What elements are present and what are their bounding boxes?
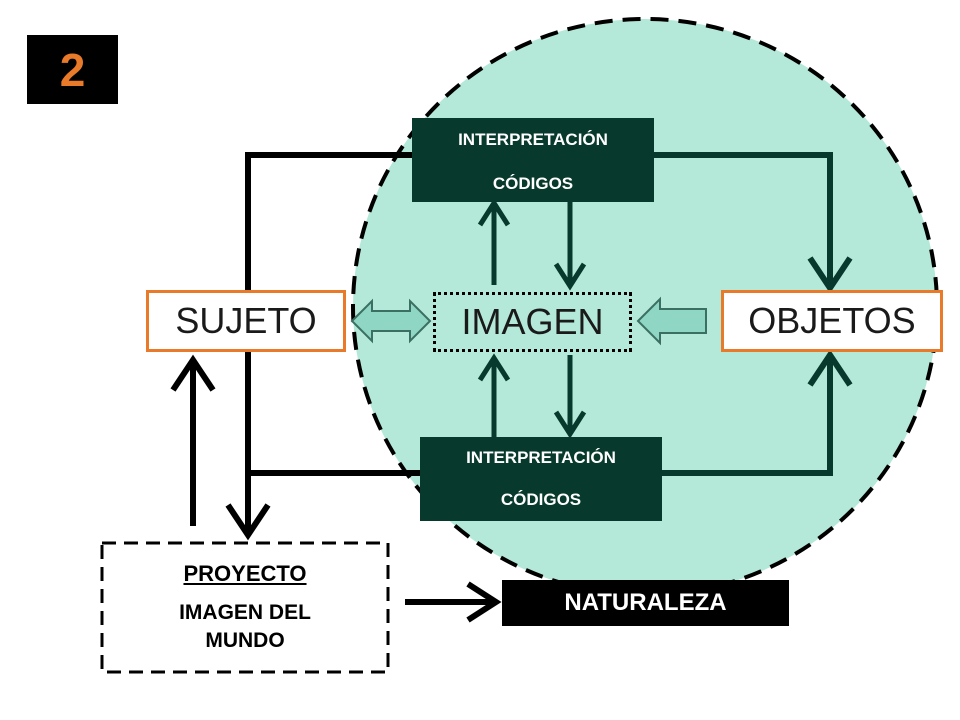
- arrowhead-objetos-top: [807, 256, 853, 294]
- arrowhead-sujeto: [170, 354, 216, 392]
- slide-number-badge: 2: [27, 35, 118, 104]
- arrowhead-naturaleza: [466, 581, 502, 623]
- arrowhead-objetos-bottom: [807, 349, 853, 387]
- connector-top-left: [245, 152, 412, 520]
- proyecto-box: PROYECTO IMAGEN DEL MUNDO: [100, 541, 390, 674]
- interp-top-line1: INTERPRETACIÓN: [458, 130, 608, 149]
- connector-top-right: [654, 152, 833, 285]
- proyecto-border: [100, 541, 390, 674]
- arrowhead-interp-bot-down: [553, 410, 587, 439]
- slide-number: 2: [59, 43, 86, 96]
- sujeto-label: SUJETO: [175, 300, 317, 341]
- objetos-label: OBJETOS: [748, 300, 916, 341]
- naturaleza-box: NATURALEZA: [502, 580, 789, 626]
- interp-bottom-line2: CÓDIGOS: [500, 490, 582, 509]
- interpretacion-codigos-bottom: INTERPRETACIÓN CÓDIGOS: [420, 437, 662, 521]
- imagen-box: IMAGEN: [433, 292, 632, 352]
- arrowhead-proyecto: [225, 503, 271, 541]
- naturaleza-label: NATURALEZA: [564, 589, 727, 616]
- proyecto-title: PROYECTO: [183, 560, 307, 586]
- sujeto-box: SUJETO: [146, 290, 346, 352]
- arrowhead-imagen-up: [477, 353, 511, 382]
- interpretacion-codigos-top: INTERPRETACIÓN CÓDIGOS: [412, 118, 654, 202]
- objetos-box: OBJETOS: [721, 290, 943, 352]
- connector-bottom-right: [662, 358, 833, 476]
- block-arrow-objetos-imagen: [636, 296, 707, 346]
- interp-top-line2: CÓDIGOS: [492, 174, 574, 193]
- imagen-label: IMAGEN: [461, 301, 604, 342]
- double-arrow-sujeto-imagen: [350, 298, 432, 344]
- arrowhead-interp-top-up: [477, 198, 511, 227]
- arrowhead-imagen-down: [553, 262, 587, 291]
- proyecto-subtitle: IMAGEN DEL MUNDO: [179, 600, 311, 652]
- interp-bottom-line1: INTERPRETACIÓN: [466, 448, 616, 467]
